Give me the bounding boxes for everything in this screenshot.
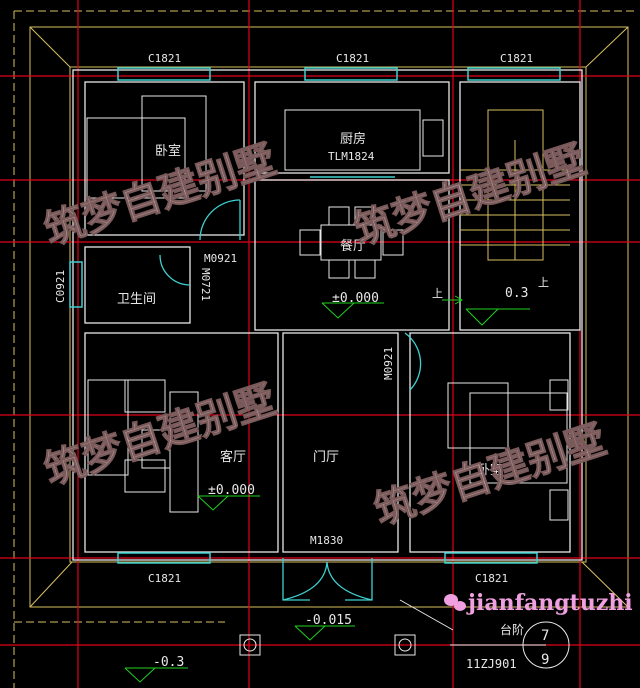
elevation-stair: 0.3 xyxy=(505,286,528,301)
door-label: M1830 xyxy=(310,534,343,547)
stair-up-label: 上 xyxy=(432,287,443,300)
detail-ref-bottom: 9 xyxy=(541,652,549,668)
window-label: C0921 xyxy=(54,270,67,303)
columns xyxy=(239,599,570,669)
doors xyxy=(159,199,422,601)
bed-bottom xyxy=(469,392,568,484)
detail-ref-top: 7 xyxy=(541,628,549,644)
room-label-dining: 餐厅 xyxy=(340,238,366,254)
elevation-living: ±0.000 xyxy=(208,483,255,498)
door-label: M0921 xyxy=(382,347,395,380)
room-label-bathroom: 卫生间 xyxy=(117,292,156,307)
room-dining xyxy=(254,179,450,331)
room-label-hall: 门厅 xyxy=(313,450,339,465)
window-label: C1821 xyxy=(148,52,181,65)
room-bedroom-top xyxy=(84,81,245,236)
window-label: C1821 xyxy=(336,52,369,65)
door-label: M0921 xyxy=(204,252,237,265)
site-watermark: jianfangtuzhi xyxy=(466,590,633,616)
room-living xyxy=(84,332,279,553)
window-label: C1821 xyxy=(148,572,181,585)
dining-table xyxy=(320,224,382,261)
window-label: C1821 xyxy=(475,572,508,585)
furniture xyxy=(86,95,569,521)
windows xyxy=(69,67,561,564)
roof-outline xyxy=(29,26,629,608)
room-label-bedroom-bottom: 卧室 xyxy=(477,462,503,478)
room-stair xyxy=(459,81,581,331)
room-hall xyxy=(282,332,399,553)
window-label: C1821 xyxy=(500,52,533,65)
stair-up-label-2: 上 xyxy=(538,276,549,289)
room-bedroom-bottom xyxy=(409,332,571,553)
watermark-text: 筑梦自建别墅 xyxy=(369,417,611,535)
elevation-ground: -0.3 xyxy=(153,655,184,670)
sofa xyxy=(87,379,129,476)
watermark-text: 筑梦自建别墅 xyxy=(349,137,591,255)
room-label-bedroom-top: 卧室 xyxy=(155,143,181,159)
detail-ref-code: 11ZJ901 xyxy=(466,657,517,671)
elevation-markers xyxy=(124,295,530,683)
kitchen-counter xyxy=(284,109,421,171)
watermark-text: 筑梦自建别墅 xyxy=(39,377,281,495)
elevation-dining: ±0.000 xyxy=(332,291,379,306)
dashed-boundary xyxy=(13,10,634,688)
door-label: M0721 xyxy=(199,268,212,301)
room-bathroom xyxy=(84,246,191,324)
stairs xyxy=(460,109,570,261)
wechat-icon xyxy=(444,594,466,611)
steps-label: 台阶 xyxy=(500,622,524,637)
bed-top xyxy=(86,117,186,199)
room-label-living: 客厅 xyxy=(220,449,246,465)
walls xyxy=(72,69,583,561)
elevation-entry: -0.015 xyxy=(305,613,352,628)
door-label: TLM1824 xyxy=(328,150,375,163)
room-kitchen xyxy=(254,81,450,174)
room-label-kitchen: 厨房 xyxy=(340,131,366,147)
